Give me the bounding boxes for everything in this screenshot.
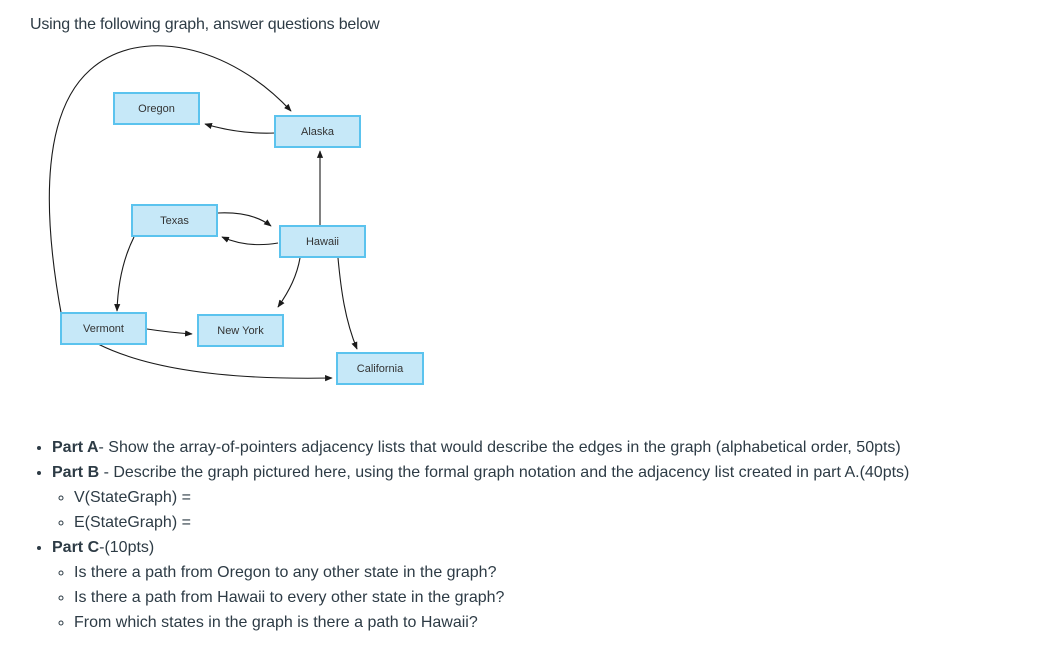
intro-text: Using the following graph, answer questi…	[30, 16, 380, 33]
part-b-item: V(StateGraph) =	[74, 485, 1055, 510]
node-label-alaska: Alaska	[301, 126, 335, 138]
part-b-text: - Describe the graph pictured here, usin…	[99, 464, 910, 481]
part-a: Part A- Show the array-of-pointers adjac…	[52, 435, 1055, 460]
part-a-label: Part A	[52, 439, 99, 456]
part-b-sublist: V(StateGraph) = E(StateGraph) =	[52, 485, 1055, 535]
node-california: California	[336, 352, 424, 385]
edge-texas-vermont	[114, 236, 135, 312]
edge-hawaii-texas	[221, 236, 279, 246]
edge-hawaii-california	[337, 257, 358, 350]
node-hawaii: Hawaii	[279, 225, 366, 258]
part-c: Part C-(10pts) Is there a path from Oreg…	[52, 535, 1055, 635]
edge-alaska-oregon	[204, 123, 276, 134]
part-a-text: - Show the array-of-pointers adjacency l…	[98, 439, 901, 456]
edge-vermont-alaska	[48, 45, 292, 319]
node-texas: Texas	[131, 204, 218, 237]
node-label-oregon: Oregon	[138, 103, 175, 115]
edge-vermont-newyork	[146, 328, 193, 337]
part-c-item: From which states in the graph is there …	[74, 610, 1055, 635]
edge-vermont-california	[97, 343, 333, 382]
node-oregon: Oregon	[113, 92, 200, 125]
node-alaska: Alaska	[274, 115, 361, 148]
edge-texas-hawaii	[217, 212, 272, 227]
part-b-item: E(StateGraph) =	[74, 510, 1055, 535]
node-label-california: California	[357, 363, 404, 375]
part-c-item: Is there a path from Hawaii to every oth…	[74, 585, 1055, 610]
question-list: Part A- Show the array-of-pointers adjac…	[26, 435, 1055, 635]
part-c-item: Is there a path from Oregon to any other…	[74, 560, 1055, 585]
node-label-texas: Texas	[160, 215, 189, 227]
part-c-sublist: Is there a path from Oregon to any other…	[52, 560, 1055, 635]
node-label-vermont: Vermont	[83, 323, 124, 335]
edge-hawaii-newyork	[277, 257, 301, 308]
state-graph: Oregon Alaska Texas Hawaii Vermont New Y…	[48, 45, 424, 385]
node-vermont: Vermont	[60, 312, 147, 345]
part-b-label: Part B	[52, 464, 100, 481]
part-c-text: -(10pts)	[99, 539, 155, 556]
node-label-new-york: New York	[217, 325, 264, 337]
node-new-york: New York	[197, 314, 284, 347]
part-c-label: Part C	[52, 539, 100, 556]
node-label-hawaii: Hawaii	[306, 236, 339, 248]
part-b: Part B - Describe the graph pictured her…	[52, 460, 1055, 535]
